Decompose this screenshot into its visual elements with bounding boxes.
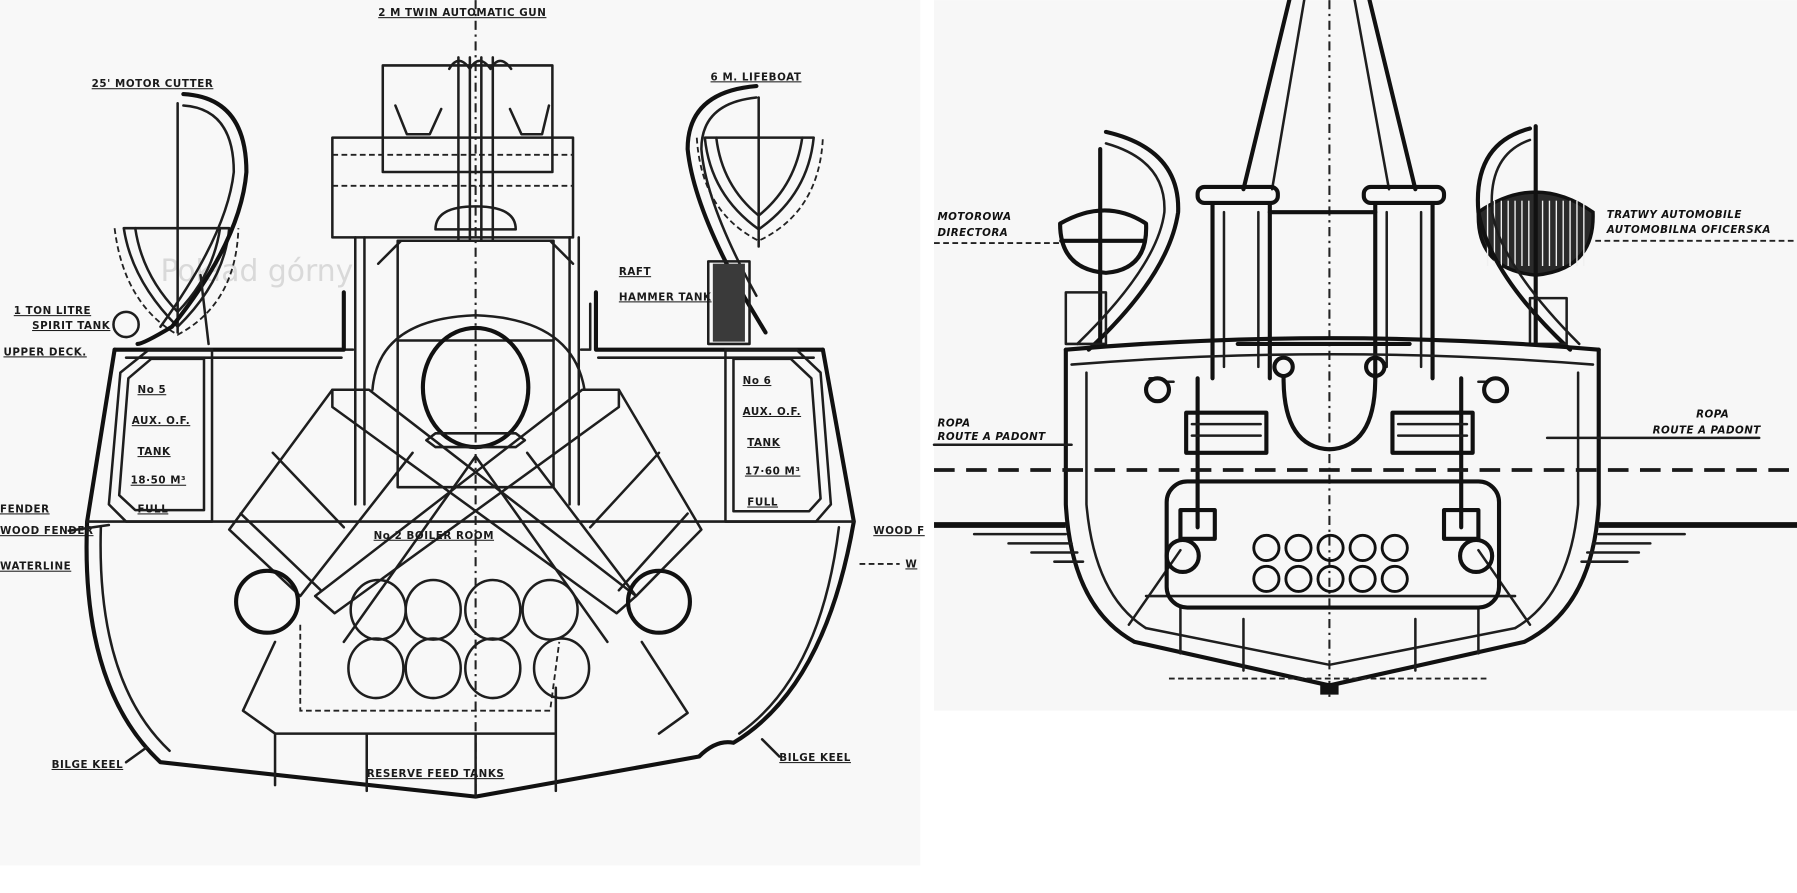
right-waterline [934, 468, 1797, 563]
tank-no5-line-2: AUX. O.F. [132, 415, 190, 427]
lifeboat-label: 6 M. LIFEBOAT [711, 71, 802, 83]
boiler-tube [1316, 533, 1345, 562]
gun-label: 2 M TWIN AUTOMATIC GUN [378, 7, 546, 19]
left-boat-label-1: MOTOROWA [937, 211, 1011, 223]
bilge-keel-starboard-label: BILGE KEEL [779, 752, 851, 764]
boiler-tube [1380, 533, 1409, 562]
motor-cutter-label: 25' MOTOR CUTTER [92, 78, 214, 90]
tank-no6: No 6 AUX. O.F. TANK 17·60 M³ FULL [724, 348, 833, 523]
left-boat-label-2: DIRECTORA [937, 227, 1008, 239]
wood-fender-label: WOOD FENDER [0, 525, 94, 537]
boiler-room: No 2 BOILER ROOM [227, 314, 703, 735]
tank-no5-line-1: No 5 [138, 384, 167, 396]
tank-no6-line-1: No 6 [743, 375, 772, 387]
left-rope-label-2: ROUTE A PADONT [937, 431, 1046, 443]
watermark-text: Pokład górny [160, 254, 353, 289]
lifeboat: 6 M. LIFEBOAT [685, 71, 824, 335]
tank-no6-line-2: AUX. O.F. [743, 406, 801, 418]
right-boat-label-2: AUTOMOBILNA OFICERSKA [1606, 224, 1771, 236]
boiler-tube [1252, 564, 1281, 593]
reserve-feed-tanks-label: RESERVE FEED TANKS [367, 768, 505, 780]
hammer-tank-label: HAMMER TANK [619, 291, 712, 303]
tank-no6-line-4: 17·60 M³ [745, 466, 800, 478]
reserve-feed-tanks: RESERVE FEED TANKS [273, 686, 558, 798]
tank-no5-line-4: 18·50 M³ [131, 475, 187, 487]
right-rope-label-2: ROUTE A PADONT [1653, 424, 1762, 436]
upper-deck-label: UPPER DECK. [3, 346, 86, 358]
raft-hammer-tank: RAFT HAMMER TANK [619, 260, 751, 346]
machinery [1164, 355, 1502, 610]
fender-label: FENDER [0, 503, 50, 515]
boiler-tube [1284, 564, 1313, 593]
raft-label: RAFT [619, 266, 651, 278]
boiler-room-label: No 2 BOILER ROOM [374, 530, 494, 542]
right-drawing-port-boat [1058, 129, 1181, 352]
right-boat-label-1: TRATWY AUTOMOBILE [1607, 209, 1742, 221]
spirit-tank-label-1: 1 TON LITRE [14, 305, 91, 317]
tank-no5: No 5 AUX. O.F. TANK 18·50 M³ FULL [107, 348, 214, 523]
waterline-right-label: W [905, 558, 917, 570]
hull [84, 347, 856, 799]
tank-no5-line-5: FULL [138, 503, 169, 515]
boiler-tube [1380, 564, 1409, 593]
right-rope-label-1: ROPA [1696, 408, 1729, 420]
tank-no6-line-5: FULL [747, 497, 778, 509]
mast-structure [1195, 0, 1447, 381]
waterline-label: WATERLINE [0, 561, 71, 573]
spirit-tank-label-2: SPIRIT TANK [32, 320, 111, 332]
tank-no5-line-3: TANK [138, 446, 172, 458]
right-cross-section-drawing: MOTOROWA DIRECTORA TRATWY AUTOMOBILE AUT… [932, 0, 1797, 711]
right-drawing-starboard-boat [1475, 124, 1595, 352]
boiler-tube [1316, 564, 1345, 593]
bilge-keel-port-label: BILGE KEEL [52, 759, 124, 771]
left-rope-label-1: ROPA [937, 417, 970, 429]
right-hull [1063, 336, 1601, 695]
wood-fender-right-label: WOOD F [873, 525, 924, 537]
boiler-tube [1348, 564, 1377, 593]
boiler-tube [1252, 533, 1281, 562]
boiler-tube [1348, 533, 1377, 562]
left-cross-section-drawing: Pokład górny 2 M TWIN AUTOMATIC GUN [0, 0, 924, 866]
tank-no6-line-3: TANK [747, 437, 781, 449]
boiler-tube [1284, 533, 1313, 562]
twin-automatic-gun: 2 M TWIN AUTOMATIC GUN [331, 7, 575, 243]
motor-cutter-boat: 25' MOTOR CUTTER [92, 78, 249, 346]
